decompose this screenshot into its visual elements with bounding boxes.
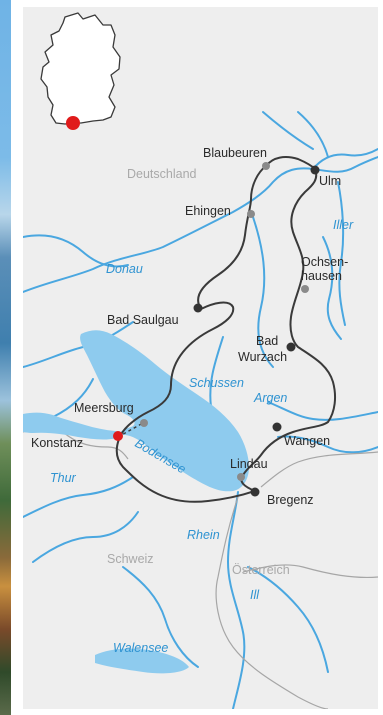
- label-river-schussen: Schussen: [189, 376, 244, 390]
- label-country-schweiz: Schweiz: [107, 552, 154, 566]
- stop-bregenz: [250, 487, 260, 497]
- stop-konstanz: [113, 431, 123, 441]
- river-danube-upper: [312, 148, 378, 170]
- label-city-bad-saulgau: Bad Saulgau: [107, 313, 179, 327]
- border-de-at: [260, 451, 378, 488]
- label-city-lindau: Lindau: [230, 457, 268, 471]
- river-tributary-east: [322, 236, 342, 340]
- label-city-bad-wurzach-1: Bad: [256, 334, 279, 348]
- stop-ehingen: [247, 210, 255, 218]
- label-city-wangen: Wangen: [284, 434, 331, 448]
- river-argen-2: [277, 435, 378, 454]
- stop-lindau: [237, 473, 245, 481]
- walensee-lake: [95, 648, 189, 674]
- map-graphic: [23, 12, 378, 709]
- stop-ulm: [310, 165, 320, 175]
- label-city-ochsenhausen-2: hausen: [301, 269, 343, 283]
- stop-ochsenhausen: [301, 285, 309, 293]
- label-river-thur: Thur: [50, 471, 76, 485]
- bodensee-lake: [80, 330, 249, 492]
- label-city-blaubeuren: Blaubeuren: [203, 146, 267, 160]
- label-city-bad-wurzach-2: Wurzach: [238, 350, 288, 364]
- ferry-route: [117, 422, 144, 438]
- stop-wangen: [272, 422, 282, 432]
- border-at-east: [242, 564, 378, 579]
- label-city-ehingen: Ehingen: [185, 204, 231, 218]
- river-west-1: [23, 234, 129, 268]
- route-map: Deutschland Schweiz Österreich Blaubeure…: [23, 7, 378, 709]
- inset-region-marker: [66, 116, 80, 130]
- river-west-3: [52, 378, 94, 418]
- label-city-ochsenhausen-1: Ochsen-: [301, 255, 349, 269]
- label-river-argen: Argen: [254, 391, 288, 405]
- bodensee-west-arm: [23, 412, 121, 440]
- river-ill: [247, 566, 329, 673]
- photo-strip: [0, 0, 11, 715]
- label-country-deutschland: Deutschland: [127, 167, 197, 181]
- label-city-konstanz: Konstanz: [31, 436, 84, 450]
- stop-blaubeuren: [262, 162, 270, 170]
- label-city-bregenz: Bregenz: [267, 493, 314, 507]
- label-city-meersburg: Meersburg: [74, 401, 134, 415]
- border-ch-at: [215, 496, 329, 709]
- stop-bad-saulgau: [193, 303, 203, 313]
- label-city-ulm: Ulm: [319, 174, 342, 188]
- river-north-1: [262, 111, 314, 150]
- river-north-2: [297, 111, 329, 158]
- label-river-donau: Donau: [106, 262, 143, 276]
- label-river-rhein: Rhein: [187, 528, 220, 542]
- tour-route: [115, 156, 337, 503]
- label-river-walensee: Walensee: [113, 641, 169, 655]
- stop-bad-wurzach: [286, 342, 296, 352]
- river-iller: [337, 181, 346, 326]
- germany-outline: [40, 12, 121, 125]
- river-sitter: [122, 566, 199, 668]
- germany-inset: [40, 12, 121, 130]
- river-rhein: [227, 491, 246, 709]
- label-country-oesterreich: Österreich: [232, 563, 290, 577]
- river-tributary-center: [252, 216, 274, 368]
- label-river-ill: Ill: [250, 588, 260, 602]
- river-thur-2: [32, 511, 139, 563]
- river-donau: [23, 156, 378, 293]
- river-argen: [267, 401, 378, 421]
- route-stops: [113, 162, 320, 497]
- river-thur: [23, 476, 134, 518]
- stop-meersburg: [140, 419, 148, 427]
- label-river-iller: Iller: [333, 218, 354, 232]
